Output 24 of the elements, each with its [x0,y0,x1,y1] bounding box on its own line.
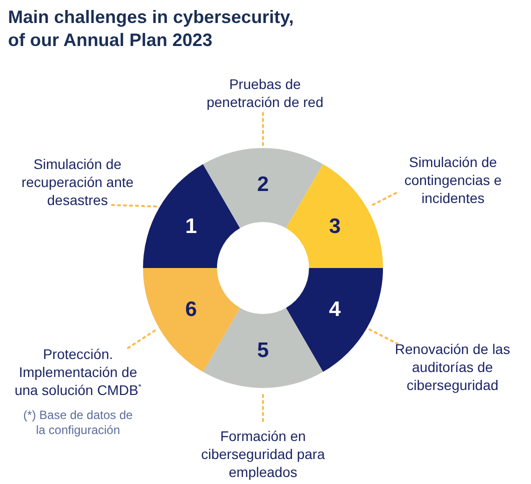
segment-number: 1 [185,214,197,238]
donut-segment [143,268,240,372]
segment-number: 4 [329,298,341,322]
challenge-label: Formación en ciberseguridad para empleados [200,427,326,481]
segment-number: 2 [257,173,269,197]
challenge-label: Simulación de contingencias e incidentes [403,153,503,207]
segment-number: 5 [257,339,269,363]
leader-line [127,328,158,349]
challenge-label: Protección. Implementación de una solución CMDB$^{*}$ [14,345,142,399]
challenge-label: Pruebas de penetración de red [206,75,324,111]
segment-number: 3 [329,214,341,238]
title: Main challenges in cybersecurity, of our Annual Plan 2023 [8,6,295,52]
donut-segment [286,164,383,268]
donut-segment [286,268,383,372]
leader-line [111,204,158,208]
leader-line [262,112,264,146]
segment-number: 6 [185,298,197,322]
footnote: (*) Base de datos de la configuración [22,408,134,438]
donut-segment [143,164,240,268]
donut-segment [203,308,323,388]
challenge-label: Renovación de las auditorías de ciberseguridad [394,340,512,394]
donut-segment [203,148,323,228]
challenge-label: Simulación de recuperación ante desastres [20,155,135,209]
leader-line [368,328,399,345]
